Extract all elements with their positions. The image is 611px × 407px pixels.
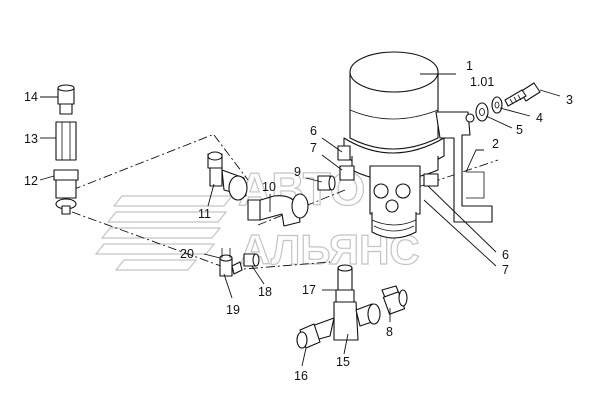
callout-2: 2 — [492, 137, 499, 151]
callout-19: 19 — [226, 303, 240, 317]
callout-15: 15 — [336, 355, 350, 369]
elbow-fitting-10 — [247, 193, 309, 227]
callout-10: 10 — [262, 180, 276, 194]
callout-6-upper: 6 — [310, 124, 317, 138]
callout-13: 13 — [24, 132, 38, 146]
callout-5: 5 — [516, 123, 523, 137]
leader-lines — [39, 73, 561, 367]
mounting-bracket — [435, 111, 493, 223]
air-dryer-assembly — [337, 51, 445, 239]
callout-8: 8 — [386, 325, 393, 339]
callout-16: 16 — [294, 369, 308, 383]
watermark-stripes — [94, 195, 234, 271]
callout-1-01: 1.01 — [470, 75, 494, 89]
callout-17: 17 — [302, 283, 316, 297]
callout-3: 3 — [566, 93, 573, 107]
callout-7-lower: 7 — [502, 263, 509, 277]
callout-11: 11 — [198, 207, 211, 221]
callout-labels: 1 1.01 2 3 4 5 6 7 6 7 8 9 10 11 12 13 1… — [24, 59, 573, 383]
bolt-washers — [475, 82, 541, 122]
fitting-9 — [317, 175, 336, 191]
callout-4: 4 — [536, 111, 543, 125]
left-fitting-stack — [53, 84, 79, 215]
callout-9: 9 — [294, 165, 301, 179]
tee-fitting-11 — [207, 151, 248, 201]
callout-18: 18 — [258, 285, 272, 299]
callout-20: 20 — [180, 247, 194, 261]
callout-6-lower: 6 — [502, 248, 509, 262]
fitting-8 — [381, 285, 408, 315]
callout-12: 12 — [24, 174, 38, 188]
callout-1: 1 — [466, 59, 473, 73]
callout-14: 14 — [24, 90, 38, 104]
callout-7-upper: 7 — [310, 141, 317, 155]
lower-tee-assembly — [296, 264, 381, 349]
